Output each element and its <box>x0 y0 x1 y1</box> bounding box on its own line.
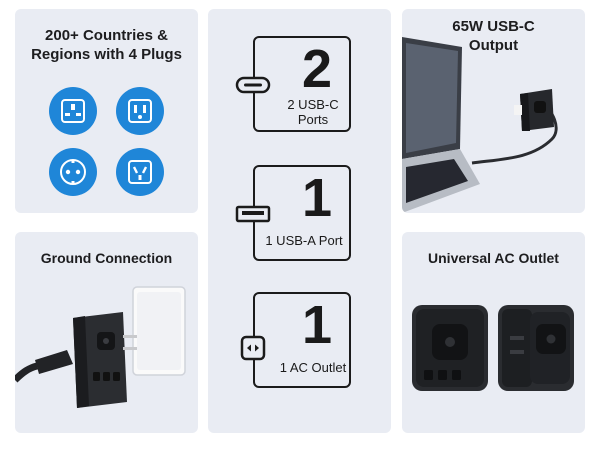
usb-c-count: 2 <box>301 39 333 99</box>
ground-title: Ground Connection <box>40 250 173 266</box>
output-title-line2: Output <box>468 37 519 54</box>
usb-a-port-icon <box>235 205 271 223</box>
countries-panel: 200+ Countries & Regions with 4 Plugs <box>15 9 198 213</box>
usb-c-label-line1: 2 USB-C <box>287 97 339 112</box>
ac-outlet-card: 1 1 AC Outlet <box>253 292 351 388</box>
usb-c-label-line2: Ports <box>297 112 329 127</box>
two-adapters-photo <box>412 305 574 391</box>
universal-title: Universal AC Outlet <box>428 250 559 266</box>
ac-outlet-count: 1 <box>301 295 333 355</box>
uk-plug-icon <box>49 87 97 135</box>
universal-panel: Universal AC Outlet <box>402 232 585 433</box>
output-panel: 65W USB-C Output <box>402 9 585 213</box>
ports-panel: 2 2 USB-C Ports 1 1 USB-A Port 1 1 AC Ou… <box>208 9 391 433</box>
countries-title-line1: 200+ Countries & <box>45 27 168 44</box>
output-title-line1: 65W USB-C <box>452 18 535 35</box>
au-plug-icon <box>116 148 164 196</box>
ac-outlet-label: 1 AC Outlet <box>279 360 347 375</box>
eu-plug-icon <box>49 148 97 196</box>
usb-a-count: 1 <box>301 168 333 228</box>
ac-outlet-icon <box>240 335 266 361</box>
usb-c-card: 2 2 USB-C Ports <box>253 36 351 132</box>
countries-title-line2: Regions with 4 Plugs <box>31 46 182 63</box>
ground-panel: Ground Connection <box>15 232 198 433</box>
usb-a-label: 1 USB-A Port <box>265 233 343 248</box>
ground-adapter-photo <box>15 286 186 408</box>
usb-c-port-icon <box>235 76 271 94</box>
us-plug-icon <box>116 87 164 135</box>
laptop-charging-photo <box>402 37 558 213</box>
